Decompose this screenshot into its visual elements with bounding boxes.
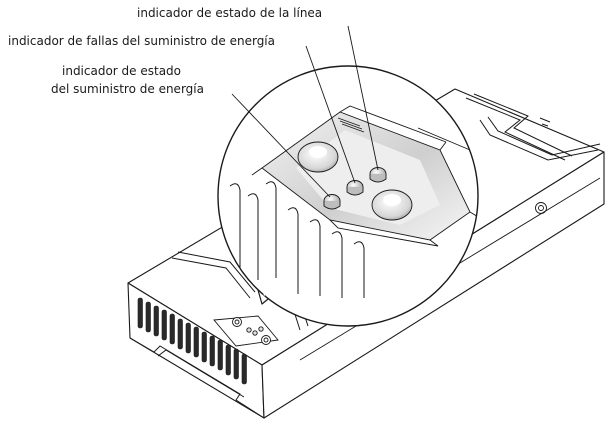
label-line-status: indicador de estado de la línea: [137, 6, 323, 20]
bottom-rails: [129, 337, 265, 419]
zoom-leds: [323, 167, 387, 210]
faceplate-led-module: [213, 315, 279, 347]
led-psu-fault: [346, 180, 364, 196]
leader-line-status: [347, 25, 379, 171]
leader-lines: [231, 25, 379, 198]
label-psu-status-line2: del suministro de energía: [51, 82, 204, 96]
led-psu-status: [323, 194, 341, 210]
front-vent-slots: [137, 297, 247, 385]
leader-psu-status: [231, 93, 331, 198]
zoom-callout: [217, 65, 479, 327]
label-psu-fault: indicador de fallas del suministro de en…: [8, 34, 275, 48]
zoom-dimples: [297, 141, 413, 221]
led-line-status: [369, 167, 387, 183]
label-psu-status-line1: indicador de estado: [62, 64, 182, 78]
zoom-vent-slots: [229, 181, 365, 298]
leader-psu-fault: [305, 45, 356, 184]
